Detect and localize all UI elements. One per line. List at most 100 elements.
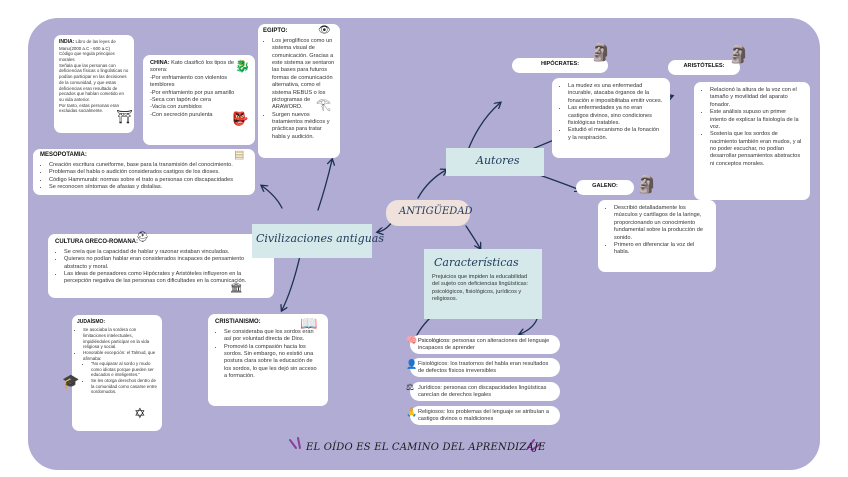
hipocrates-item-2: Las enfermedades ya no eran castigos div… — [568, 105, 663, 127]
aristoteles-name-pill: ARISTÓTELES: — [668, 60, 740, 75]
india-line-4: Por tanto, estas personas eran excluidas… — [59, 102, 120, 114]
mesopotamia-item-1: Creación escritura cuneiforme, base para… — [49, 162, 248, 169]
judaismo-title: JUDAÍSMO: — [77, 319, 106, 325]
civilizaciones-box — [252, 224, 372, 258]
center-label: ANTIGÜEDAD — [399, 206, 473, 217]
egipto-list: Los jeroglíficos como un sistema visual … — [263, 38, 335, 141]
prejuicio-fisiologicos-text: los trastornos del habla eran resultados… — [418, 361, 549, 375]
cristianismo-list: Se consideraba que los sordos eran así p… — [215, 329, 321, 381]
mesopotamia-item-3: Código Hammurabi: normas sobre el trato … — [49, 177, 248, 184]
galeno-name: GALENO: — [592, 183, 618, 189]
arrow-autores-hipocrates — [467, 103, 500, 151]
arrow-civ-egipto — [317, 160, 332, 211]
greco-romana-card: CULTURA GRECO-ROMANA: Se creía que la ca… — [48, 234, 274, 298]
hieroglyph-tablet-icon: 𓂀 — [316, 97, 331, 111]
aristoteles-item-2: Este análisis supuso un primer intento d… — [710, 109, 803, 131]
greco-romana-title: CULTURA GRECO-ROMANA: — [55, 239, 138, 245]
dragon-icon: 🐉 — [235, 59, 250, 73]
graduation-cap-icon: 🎓 — [62, 373, 80, 389]
helmet-icon: ⛑ — [136, 232, 149, 243]
judaismo-sublist: "No equiparar al sordo y mudo como idiot… — [77, 361, 157, 395]
india-line-1: Libro de las leyes de Manu(2000 a.C - 60… — [59, 39, 116, 51]
egipto-item-2: Surgen nuevos tratamientos médicos y prá… — [272, 112, 335, 142]
greco-romana-item-2: Quienes no podían hablar eran considerad… — [64, 256, 267, 271]
judaismo-item-2: Honorable excepción: el Talmud, que afir… — [83, 350, 157, 361]
china-item-1: -Por enfriamiento con violentos temblore… — [150, 74, 228, 89]
arrow-civ-cristianismo — [282, 255, 301, 310]
cristianismo-item-2: Promovió la compasión hacia los sordos. … — [224, 344, 321, 381]
footer-slogan: EL OÍDO ES EL CAMINO DEL APRENDIZAJE — [306, 442, 546, 453]
prejuicio-juridicos: Jurídicos: personas con discapacidades l… — [410, 382, 560, 401]
prejuicio-psicologicos-text: personas con alteraciones del lenguaje i… — [418, 338, 550, 352]
judaismo-subitem-2: Se les otorga derechos dentro de la comu… — [91, 378, 157, 395]
throat-icon: 👤 — [406, 359, 418, 369]
prejuicio-religiosos-text: los problemas del lenguaje se atribuían … — [418, 409, 549, 423]
galeno-name-pill: GALENO: — [576, 180, 634, 195]
judaismo-item-1: Se asociaba la sordera con limitaciones … — [83, 327, 157, 350]
china-title: CHINA: — [150, 60, 170, 66]
star-of-david-icon: ✡ — [134, 405, 146, 421]
prejuicio-fisiologicos-label: Fisiológicos: — [418, 361, 449, 367]
china-item-4: -Vacía con zumbidos — [150, 104, 202, 111]
eye-icon: 👁 — [318, 25, 331, 36]
hipocrates-item-1: La mudez es una enfermedad incurable, at… — [568, 83, 663, 105]
cristianismo-item-1: Se consideraba que los sordos eran así p… — [224, 329, 321, 344]
india-line-2: Código que regula principios morales — [59, 51, 115, 62]
prejuicio-religiosos: Religiosos: los problemas del lenguaje s… — [410, 406, 560, 425]
galeno-card: Describió detalladamente los músculos y … — [598, 200, 716, 272]
cristianismo-card: CRISTIANISMO: Se consideraba que los sor… — [208, 314, 328, 406]
hipocrates-item-3: Estudió el mecanismo de la fonación y la… — [568, 127, 663, 142]
india-card: INDIA: Libro de las leyes de Manu(2000 a… — [54, 35, 134, 133]
aristoteles-list: Relacionó la altura de la voz con el tam… — [701, 87, 803, 168]
galeno-item-2: Primero en diferenciar la voz del habla. — [614, 242, 709, 257]
civilizaciones-label: Civilizaciones antiguas — [256, 232, 385, 245]
mesopotamia-item-4: Se reconocen síntomas de afasias y disla… — [49, 184, 248, 191]
arrow-to-caracteristicas — [465, 225, 480, 248]
mesopotamia-title: MESOPOTAMIA: — [40, 152, 87, 158]
footer-accent-marks — [289, 437, 541, 451]
china-intro: Kato clasificó los tipos de sorera: — [150, 60, 234, 74]
clay-tablet-icon: ▤ — [234, 149, 245, 161]
autores-box — [446, 148, 544, 176]
judaismo-list: Se asociaba la sordera con limitaciones … — [77, 327, 157, 361]
egipto-item-1: Los jeroglíficos como un sistema visual … — [272, 38, 335, 112]
praying-hands-icon: 🙏 — [406, 407, 418, 417]
india-title: INDIA: — [59, 39, 75, 45]
bible-icon: 📖 — [300, 315, 318, 331]
gavel-icon: ⚖ — [406, 382, 415, 392]
greco-romana-item-3: Las ideas de pensadores como Hipócrates … — [64, 271, 267, 286]
caracteristicas-box — [424, 249, 542, 319]
galeno-portrait-icon: 🗿 — [636, 175, 658, 194]
temple-icon: ⛩ — [116, 109, 133, 124]
judaismo-subitem-1: "No equiparar al sordo y mudo como idiot… — [91, 361, 157, 378]
china-card: CHINA: Kato clasificó los tipos de sorer… — [143, 55, 255, 145]
egipto-title: EGIPTO: — [263, 28, 288, 34]
brain-icon: 🧠 — [406, 335, 418, 345]
aristoteles-portrait-icon: 🗿 — [728, 45, 750, 64]
prejuicio-religiosos-label: Religiosos: — [418, 409, 446, 415]
prejuicio-psicologicos: Psicológicos: personas con alteraciones … — [410, 335, 560, 354]
arrow-to-autores — [417, 170, 446, 199]
galeno-list: Describió detalladamente los músculos y … — [605, 205, 709, 257]
prejuicio-juridicos-text: personas con discapacidades lingüísticas… — [418, 385, 547, 399]
center-node — [386, 200, 470, 226]
arrow-civ-meso — [262, 186, 283, 209]
china-item-2: -Por enfriamiento por pus amarillo — [150, 89, 235, 96]
greco-romana-item-1: Se creía que la capacidad de hablar y ra… — [64, 249, 267, 256]
egipto-card: EGIPTO: Los jeroglíficos como un sistema… — [258, 24, 340, 158]
autores-label: Autores — [476, 154, 520, 167]
prejuicio-fisiologicos: Fisiológicos: los trastornos del habla e… — [410, 358, 560, 377]
caracteristicas-intro: Prejuicios que impiden la educabilidad d… — [432, 274, 529, 303]
aristoteles-item-1: Relacionó la altura de la voz con el tam… — [710, 87, 803, 109]
mesopotamia-list: Creación escritura cuneiforme, base para… — [40, 162, 248, 192]
hipocrates-name: HIPÓCRATES: — [540, 61, 580, 67]
mesopotamia-card: MESOPOTAMIA: Creación escritura cuneifor… — [33, 149, 255, 195]
aristoteles-card: Relacionó la altura de la voz con el tam… — [694, 82, 810, 200]
china-item-3: -Seca con tapón de cera — [150, 96, 211, 103]
aristoteles-name: ARISTÓTELES: — [683, 63, 725, 69]
prejuicio-psicologicos-label: Psicológicos: — [418, 338, 451, 344]
mesopotamia-item-2: Problemas del habla o audición considera… — [49, 169, 248, 176]
galeno-item-1: Describió detalladamente los músculos y … — [614, 205, 709, 242]
hipocrates-name-pill: HIPÓCRATES: — [512, 58, 608, 73]
